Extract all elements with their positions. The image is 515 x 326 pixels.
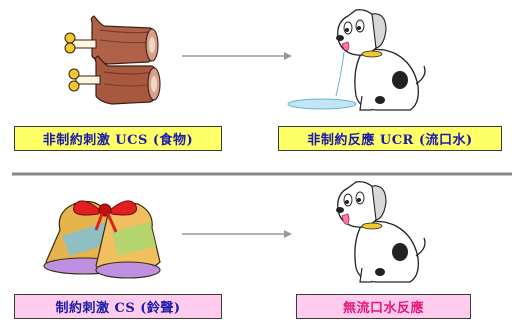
arrow-right-icon [182,52,292,60]
no-response-label: 無流口水反應 [296,294,471,319]
meat-icon [64,15,161,105]
bells-icon [43,200,161,279]
ucs-label: 非制約刺激 UCS (食物) [14,126,222,151]
cs-label: 制約刺激 CS (鈴聲) [14,294,222,319]
dog-drooling-icon [287,9,426,111]
arrow-right-icon [182,230,292,238]
ucr-label: 非制約反應 UCR (流口水) [278,126,502,151]
dog-icon [336,181,426,283]
